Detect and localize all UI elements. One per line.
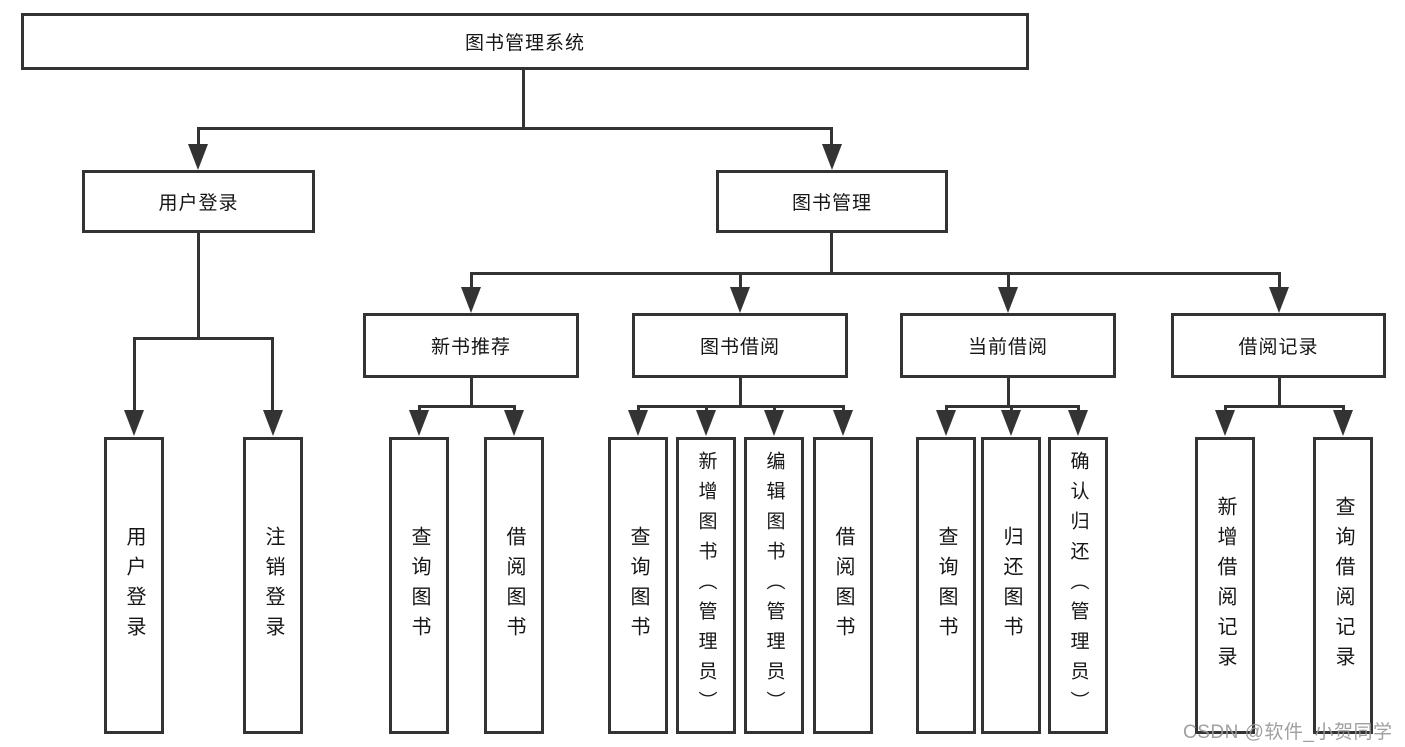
connector-drop-book-borrow-line [739,272,742,289]
leaf-bb-query-books: 查询图书 [608,437,668,734]
leaf-nb-query-books-label: 查询图书 [408,525,430,646]
connector-drop-new-book-line [470,272,473,289]
connector-book-management-bus [470,272,1280,275]
arrow-logout [263,410,283,436]
leaf-bb-borrow-books-label: 借阅图书 [832,525,854,646]
leaf-nb-borrow-books: 借阅图书 [484,437,544,734]
leaf-logout-label: 注销登录 [262,525,284,646]
connector-drop-nb-borrow-line [513,405,516,413]
arrow-br-add [1215,410,1235,436]
connector-book-borrow-stub [739,378,742,405]
node-new-book-recommend-label: 新书推荐 [430,337,511,358]
connector-new-book-bus [418,405,516,408]
connector-borrow-records-bus [1224,405,1344,408]
connector-drop-cb-confirm-line [1077,405,1080,413]
connector-drop-book-management-line [830,127,833,146]
connector-user-login-bus [133,337,274,340]
connector-drop-cb-query-line [945,405,948,413]
arrow-br-query [1333,410,1353,436]
leaf-bb-add-books-label: 新增图书（管理员） [695,450,717,721]
arrow-cb-confirm [1068,410,1088,436]
connector-drop-nb-query-line [418,405,421,413]
arrow-user-login [188,144,208,170]
connector-drop-logout-line [271,337,274,412]
leaf-cb-query-books: 查询图书 [916,437,976,734]
connector-current-borrow-stub [1007,378,1010,405]
arrow-book-borrow [730,287,750,313]
leaf-user-login: 用户登录 [104,437,164,734]
leaf-br-add-record: 新增借阅记录 [1195,437,1255,734]
node-borrow-records: 借阅记录 [1171,313,1386,378]
node-book-borrow-label: 图书借阅 [699,337,780,358]
node-user-login: 用户登录 [82,170,315,233]
arrow-current-borrow [998,287,1018,313]
connector-root-stub [522,70,525,127]
leaf-logout: 注销登录 [243,437,303,734]
arrow-cb-return [1001,410,1021,436]
connector-drop-bb-borrow-line [842,405,845,413]
leaf-cb-query-books-label: 查询图书 [935,525,957,646]
node-book-management: 图书管理 [716,170,948,233]
arrow-new-book-recommend [461,287,481,313]
connector-drop-user-login-line [197,127,200,146]
node-current-borrow-label: 当前借阅 [967,337,1048,358]
connector-drop-login-line [133,337,136,412]
leaf-bb-edit-books-label: 编辑图书（管理员） [763,450,785,721]
connector-drop-bb-edit-line [773,405,776,413]
connector-new-book-stub [470,378,473,405]
arrow-bb-add [696,410,716,436]
leaf-cb-confirm-return-label: 确认归还（管理员） [1067,450,1089,721]
arrow-nb-borrow [504,410,524,436]
node-root: 图书管理系统 [21,13,1029,70]
node-root-label: 图书管理系统 [464,33,585,54]
connector-user-login-stub [197,233,200,337]
connector-book-management-stub [830,233,833,272]
leaf-bb-add-books: 新增图书（管理员） [676,437,736,734]
arrow-book-management [822,144,842,170]
leaf-cb-return-books-label: 归还图书 [1000,525,1022,646]
connector-drop-bb-add-line [705,405,708,413]
leaf-bb-borrow-books: 借阅图书 [813,437,873,734]
connector-drop-br-add-line [1224,405,1227,413]
connector-drop-borrow-records-line [1278,272,1281,289]
arrow-borrow-records [1269,287,1289,313]
arrow-cb-query [936,410,956,436]
connector-drop-cb-return-line [1010,405,1013,413]
connector-drop-br-query-line [1342,405,1345,413]
leaf-nb-query-books: 查询图书 [389,437,449,734]
connector-drop-bb-query-line [637,405,640,413]
node-user-login-label: 用户登录 [158,193,239,214]
arrow-bb-edit [764,410,784,436]
arrow-bb-query [628,410,648,436]
leaf-cb-return-books: 归还图书 [981,437,1041,734]
connector-book-borrow-bus [637,405,845,408]
node-book-management-label: 图书管理 [791,193,872,214]
leaf-cb-confirm-return: 确认归还（管理员） [1048,437,1108,734]
leaf-br-add-record-label: 新增借阅记录 [1214,495,1236,676]
leaf-br-query-record-label: 查询借阅记录 [1332,495,1354,676]
arrow-nb-query [409,410,429,436]
csdn-watermark: CSDN @软件_小贺同学 [1183,722,1393,743]
node-borrow-records-label: 借阅记录 [1238,337,1319,358]
connector-root-bus [197,127,833,130]
connector-drop-current-borrow-line [1007,272,1010,289]
connector-borrow-records-stub [1278,378,1281,405]
node-book-borrow: 图书借阅 [632,313,848,378]
leaf-bb-query-books-label: 查询图书 [627,525,649,646]
arrow-bb-borrow [833,410,853,436]
node-new-book-recommend: 新书推荐 [363,313,579,378]
leaf-br-query-record: 查询借阅记录 [1313,437,1373,734]
leaf-nb-borrow-books-label: 借阅图书 [503,525,525,646]
node-current-borrow: 当前借阅 [900,313,1116,378]
arrow-login [124,410,144,436]
leaf-user-login-label: 用户登录 [123,525,145,646]
leaf-bb-edit-books: 编辑图书（管理员） [744,437,804,734]
